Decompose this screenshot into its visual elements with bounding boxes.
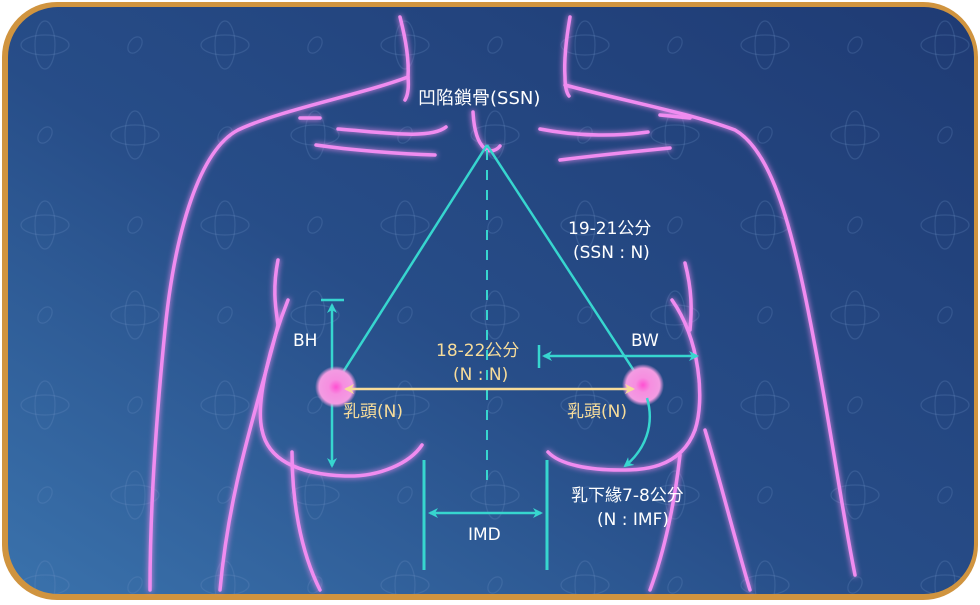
nipple-to-imf-arrow xyxy=(623,397,652,468)
label-ssn-nipple-value: 19-21公分 xyxy=(568,219,652,239)
clavicle-right-lower xyxy=(558,146,672,162)
label-nipple-nipple-value: 18-22公分 xyxy=(436,341,520,361)
neck-right xyxy=(563,15,572,98)
clavicle-left-upper xyxy=(336,125,448,136)
ssn-triangle xyxy=(336,144,642,382)
body-outline xyxy=(148,15,857,592)
nipple-right xyxy=(622,364,664,406)
label-nipple-right: 乳頭(N) xyxy=(567,402,627,422)
label-imf-ratio: (N : IMF) xyxy=(597,510,669,530)
label-ssn-nipple-ratio: (SSN : N) xyxy=(573,243,650,263)
label-bh: BH xyxy=(293,331,318,351)
clavicle-right-upper xyxy=(538,127,650,137)
left-shoulder-arm xyxy=(148,75,410,592)
label-nipple-nipple-ratio: (N : N) xyxy=(453,365,509,385)
label-imf-value: 乳下緣7-8公分 xyxy=(571,486,684,506)
nipple-left xyxy=(315,366,357,408)
clavicle-left-lower xyxy=(314,143,437,157)
bw-measure xyxy=(537,345,699,368)
label-imd: IMD xyxy=(468,525,501,545)
imd-measure xyxy=(422,460,549,570)
label-ssn: 凹陷鎖骨(SSN) xyxy=(418,88,541,109)
right-breast-curve xyxy=(546,428,697,472)
label-bw: BW xyxy=(631,331,659,351)
background-pattern xyxy=(8,7,974,594)
label-nipple-left: 乳頭(N) xyxy=(343,402,403,422)
right-shoulder-arm xyxy=(563,83,857,577)
left-breast-curve xyxy=(260,428,424,478)
